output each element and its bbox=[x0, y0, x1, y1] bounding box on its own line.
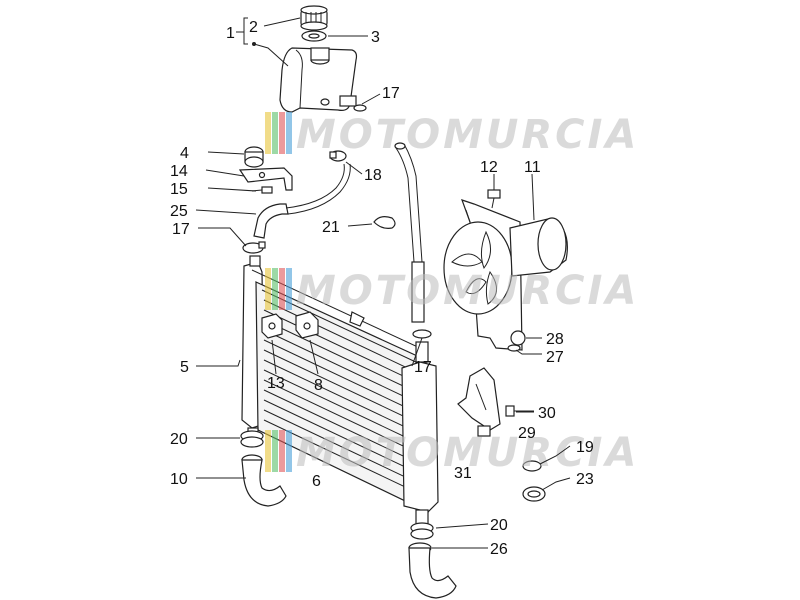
callout-27: 27 bbox=[546, 349, 564, 366]
tank-cap bbox=[300, 5, 328, 31]
bracket-screw-30 bbox=[505, 405, 534, 417]
callout-14: 14 bbox=[170, 163, 188, 180]
hose-clamp-17-top bbox=[353, 104, 367, 112]
hose-clamp-17-left bbox=[242, 241, 266, 254]
callout-2: 2 bbox=[249, 19, 258, 36]
callout-17-right: 17 bbox=[414, 359, 432, 376]
watermark-stripe bbox=[272, 112, 278, 154]
rubber-mount-8 bbox=[295, 311, 319, 339]
lower-hose-26 bbox=[408, 542, 457, 599]
callout-29: 29 bbox=[518, 425, 536, 442]
watermark-2: MOTOMURCIA bbox=[265, 268, 639, 314]
bracket-screw bbox=[251, 186, 273, 194]
callout-11: 11 bbox=[524, 159, 541, 176]
watermark-stripe bbox=[279, 268, 285, 310]
callout-21: 21 bbox=[322, 219, 340, 236]
callout-30: 30 bbox=[538, 405, 556, 422]
callout-10: 10 bbox=[170, 471, 188, 488]
watermark-stripe bbox=[279, 112, 285, 154]
callout-23: 23 bbox=[576, 471, 594, 488]
expansion-tank bbox=[279, 47, 358, 113]
watermark-stripe bbox=[265, 430, 271, 472]
callout-1: 1 bbox=[226, 25, 235, 42]
callout-17-top: 17 bbox=[382, 85, 400, 102]
watermark-stripe bbox=[265, 268, 271, 310]
callout-26: 26 bbox=[490, 541, 508, 558]
lower-hose-10 bbox=[241, 454, 287, 507]
callout-5: 5 bbox=[180, 359, 189, 376]
tank-bracket bbox=[238, 167, 293, 191]
leader-lines bbox=[195, 17, 571, 549]
watermark-text: MOTOMURCIA bbox=[296, 430, 639, 476]
watermark-stripe bbox=[286, 268, 292, 310]
callout-3: 3 bbox=[371, 29, 380, 46]
cap-gasket bbox=[301, 30, 327, 42]
watermark-stripe bbox=[279, 430, 285, 472]
rubber-grommet bbox=[244, 146, 264, 168]
watermark-3: MOTOMURCIA bbox=[265, 430, 639, 476]
watermark-stripe bbox=[265, 112, 271, 154]
callout-13: 13 bbox=[267, 375, 285, 392]
callout-19: 19 bbox=[576, 439, 594, 456]
callout-18: 18 bbox=[364, 167, 382, 184]
overflow-hose bbox=[394, 142, 432, 339]
callout-15: 15 bbox=[170, 181, 188, 198]
ring-clip bbox=[373, 216, 396, 229]
clamp-23 bbox=[522, 486, 546, 502]
callout-17-left: 17 bbox=[172, 221, 190, 238]
watermark-stripe bbox=[286, 112, 292, 154]
watermark-stripe bbox=[272, 430, 278, 472]
watermark-stripe bbox=[286, 430, 292, 472]
electric-fan-assembly bbox=[443, 199, 568, 351]
watermark-1: MOTOMURCIA bbox=[265, 112, 639, 158]
callout-25: 25 bbox=[170, 203, 188, 220]
callout-12: 12 bbox=[480, 159, 498, 176]
callout-8: 8 bbox=[314, 377, 323, 394]
callout-20-right: 20 bbox=[490, 517, 508, 534]
callout-28: 28 bbox=[546, 331, 564, 348]
clamp-19 bbox=[522, 460, 542, 472]
watermark-stripe bbox=[272, 268, 278, 310]
nut-and-washer bbox=[507, 330, 526, 352]
watermark-text: MOTOMURCIA bbox=[296, 268, 639, 314]
callout-labels: 1 2 3 17 4 14 18 15 12 11 25 21 17 28 27… bbox=[170, 19, 594, 558]
hose-clamp-18 bbox=[329, 150, 347, 162]
callout-20-left: 20 bbox=[170, 431, 188, 448]
tank-hose bbox=[253, 163, 351, 239]
rubber-mount-13 bbox=[261, 313, 283, 339]
fan-screw bbox=[487, 189, 501, 209]
hose-clamp-20-right bbox=[410, 522, 434, 540]
watermark-text: MOTOMURCIA bbox=[296, 112, 639, 158]
callout-4: 4 bbox=[180, 145, 189, 162]
radiator bbox=[241, 255, 439, 527]
callout-6: 6 bbox=[312, 473, 321, 490]
fan-support-bracket bbox=[457, 367, 501, 437]
hose-clamp-20-left bbox=[240, 430, 264, 448]
callout-31: 31 bbox=[454, 465, 472, 482]
